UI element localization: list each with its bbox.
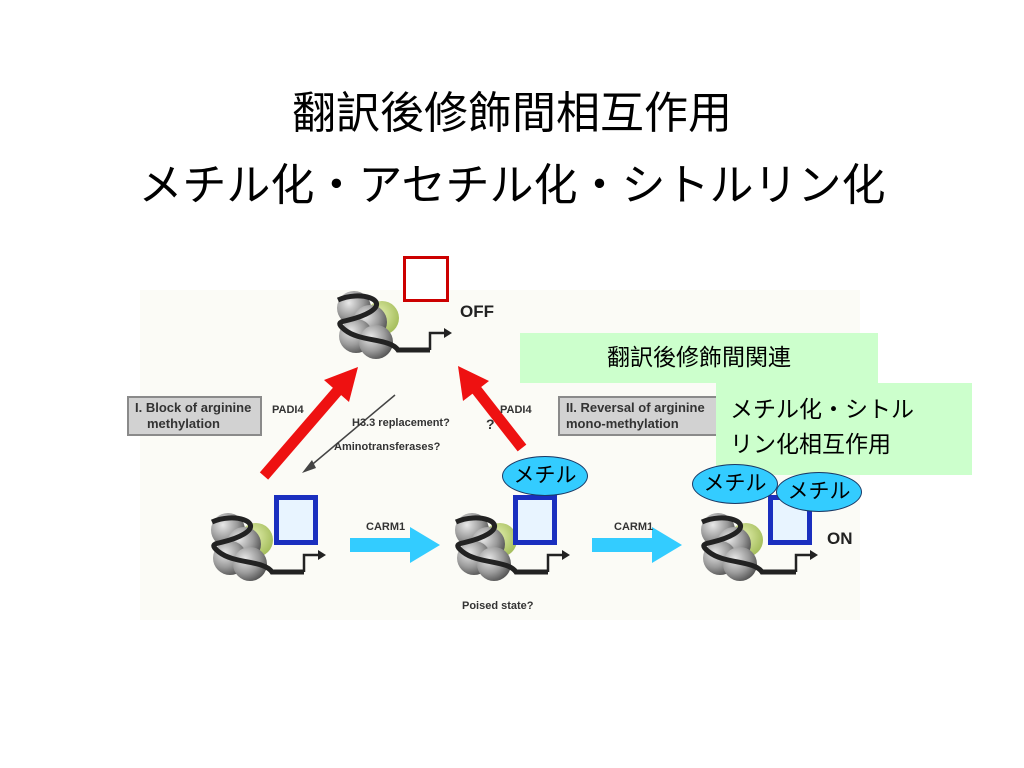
green-box-side-line2: リン化相互作用 [730, 432, 891, 458]
slide-title-line2: メチル化・アセチル化・シトルリン化 [138, 160, 886, 211]
methyl-bubble-1: メチル [502, 456, 588, 496]
red-arrow-left [259, 367, 358, 480]
block-methylation-line2: methylation [147, 416, 220, 431]
carm1-label-right: CARM1 [614, 521, 654, 533]
block-methylation-line1: I. Block of arginine [135, 400, 252, 415]
methyl-mark-icon-left [274, 495, 318, 545]
poised-state-label: Poised state? [462, 600, 534, 612]
methyl-bubble-3: メチル [776, 472, 862, 512]
thin-arrow-reverse [302, 394, 396, 473]
reversal-methylation-box: II. Reversal of arginine mono-methylatio… [558, 396, 720, 436]
block-methylation-box: I. Block of arginine methylation [127, 396, 262, 436]
aminotransferases-label: Aminotransferases? [334, 441, 441, 453]
cyan-arrow-right [592, 527, 682, 563]
methyl-bubble-2: メチル [692, 464, 778, 504]
green-box-top: 翻訳後修飾間関連 [520, 333, 878, 383]
slide-title-line1: 翻訳後修飾間相互作用 [292, 88, 732, 139]
state-on-label: ON [827, 529, 853, 548]
question-mark-label: ? [486, 416, 495, 432]
watermelon-frame [403, 256, 449, 302]
nucleosome-left [210, 513, 326, 581]
cyan-arrow-left [350, 527, 440, 563]
red-arrow-right [458, 366, 527, 452]
methyl-mark-icon-middle [513, 495, 557, 545]
state-off-label: OFF [460, 302, 494, 321]
green-box-side-line1: メチル化・シトル [730, 397, 914, 423]
nucleosome-middle [454, 513, 570, 581]
h33-replacement-label: H3.3 replacement? [352, 417, 450, 429]
carm1-label-left: CARM1 [366, 521, 406, 533]
nucleosome-off [336, 291, 452, 359]
reversal-methylation-line1: II. Reversal of arginine [566, 400, 705, 415]
padi4-label-right: PADI4 [500, 404, 532, 416]
nucleosome-on [700, 513, 818, 581]
padi4-label-left: PADI4 [272, 404, 304, 416]
green-box-side: メチル化・シトル リン化相互作用 [716, 383, 972, 475]
reversal-methylation-line2: mono-methylation [566, 416, 679, 431]
